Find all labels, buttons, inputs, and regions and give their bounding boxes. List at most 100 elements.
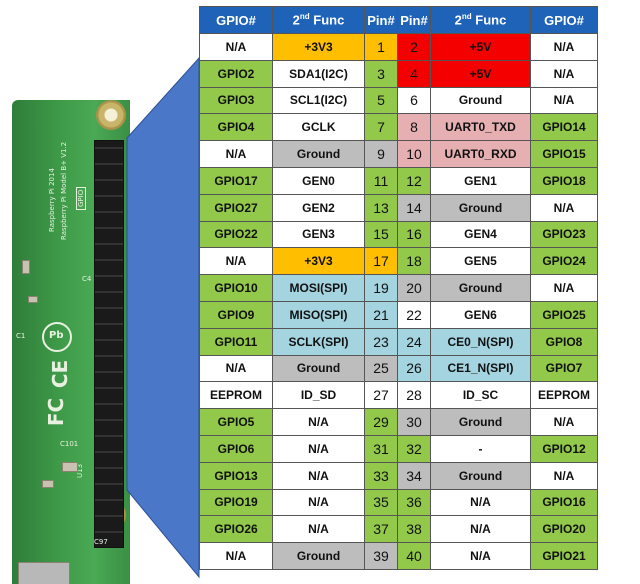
pin-right-cell: 10 [397,140,431,168]
pin-left-cell: 33 [364,461,398,490]
pin-left-cell: 15 [364,220,398,249]
pin-right-cell: 36 [397,488,431,517]
raspberry-pi-board-photo: Raspberry Pi Model B+ V1.2 Raspberry Pi … [12,100,130,584]
pin-right-cell: 26 [397,354,431,383]
pin-right-cell: 14 [397,193,431,222]
func-left-cell: GCLK [272,113,365,142]
board-silk-year: Raspberry Pi 2014 [48,168,56,232]
gpio-right-cell: GPIO15 [530,140,598,168]
header-gpio-right: GPIO# [530,6,598,34]
board-smd-component [62,462,78,472]
gpio-right-cell: N/A [530,33,598,61]
gpio-right-cell: GPIO23 [530,220,598,249]
func-right-cell: CE1_N(SPI) [430,354,531,383]
pin-right-cell: 4 [397,59,431,88]
header-gpio-left: GPIO# [199,6,273,34]
func-right-cell: CE0_N(SPI) [430,327,531,356]
pin-right-cell: 2 [397,33,431,61]
func-right-cell: Ground [430,193,531,222]
header-func-left: 2nd Func [272,6,365,34]
board-smd-component [28,296,38,303]
gpio-left-cell: GPIO13 [199,461,273,490]
func-left-cell: MOSI(SPI) [272,274,365,302]
pin-left-cell: 25 [364,354,398,383]
pin-left-cell: 35 [364,488,398,517]
gpio-left-cell: GPIO26 [199,515,273,544]
func-right-cell: N/A [430,542,531,570]
func-left-cell: SDA1(I2C) [272,59,365,88]
pin-right-cell: 32 [397,434,431,463]
pin-left-cell: 37 [364,515,398,544]
func-right-cell: N/A [430,488,531,517]
pin-right-cell: 30 [397,408,431,436]
func-right-cell: UART0_TXD [430,113,531,142]
pin-right-cell: 8 [397,113,431,142]
pin-left-cell: 39 [364,542,398,570]
board-silk-model: Raspberry Pi Model B+ V1.2 [60,141,68,240]
func-left-cell: GEN3 [272,220,365,249]
ce-logo: CE [48,359,73,389]
func-left-cell: SCLK(SPI) [272,327,365,356]
header-pin-left: Pin# [364,6,398,34]
pin-left-cell: 13 [364,193,398,222]
gpio-left-cell: GPIO27 [199,193,273,222]
gpio-right-cell: GPIO14 [530,113,598,142]
board-silk-c4: C4 [82,275,92,283]
gpio-header-connector [94,140,124,548]
header-func-left-num: 2 [292,12,300,28]
connector-wedge-shape [126,56,200,579]
gpio-left-cell: GPIO9 [199,300,273,329]
header-pin-right: Pin# [397,6,431,34]
func-right-cell: - [430,434,531,463]
board-silk-c97: C97 [94,538,108,546]
gpio-right-cell: GPIO16 [530,488,598,517]
func-right-cell: GEN6 [430,300,531,329]
func-right-cell: GEN5 [430,247,531,276]
pin-right-cell: 12 [397,166,431,195]
func-left-cell: ID_SD [272,381,365,410]
gpio-left-cell: GPIO5 [199,408,273,436]
func-right-cell: UART0_RXD [430,140,531,168]
func-left-cell: N/A [272,434,365,463]
gpio-right-cell: N/A [530,193,598,222]
gpio-left-cell: GPIO2 [199,59,273,88]
gpio-right-cell: GPIO20 [530,515,598,544]
gpio-right-cell: N/A [530,461,598,490]
gpio-left-cell: GPIO3 [199,86,273,115]
pin-left-cell: 9 [364,140,398,168]
pin-left-cell: 3 [364,59,398,88]
pin-left-cell: 31 [364,434,398,463]
board-smd-component [22,260,30,274]
func-left-cell: SCL1(I2C) [272,86,365,115]
board-silk-c1: C1 [16,332,26,340]
header-func-right-sup: nd [461,12,472,22]
gpio-left-cell: N/A [199,354,273,383]
gpio-right-cell: N/A [530,86,598,115]
header-func-left-sup: nd [299,12,310,22]
pb-logo-text: Pb [49,330,64,341]
gpio-right-cell: N/A [530,274,598,302]
func-left-cell: N/A [272,515,365,544]
func-right-cell: Ground [430,408,531,436]
func-left-cell: N/A [272,408,365,436]
func-left-cell: Ground [272,354,365,383]
pin-right-cell: 20 [397,274,431,302]
gpio-left-cell: N/A [199,542,273,570]
func-right-cell: GEN1 [430,166,531,195]
func-left-cell: Ground [272,542,365,570]
pin-left-cell: 17 [364,247,398,276]
gpio-right-cell: GPIO8 [530,327,598,356]
func-right-cell: +5V [430,59,531,88]
pin-left-cell: 5 [364,86,398,115]
